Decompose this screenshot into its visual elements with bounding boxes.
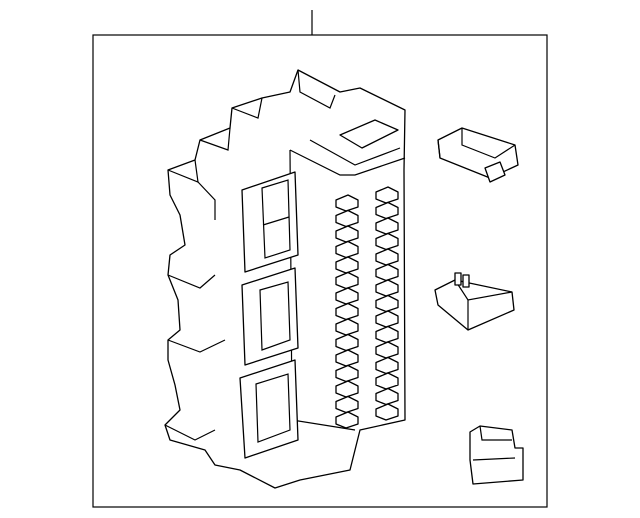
fuse-slot bbox=[335, 364, 359, 383]
fuse-slot bbox=[375, 356, 399, 375]
fuse-slot bbox=[375, 325, 399, 344]
fuse-slot bbox=[375, 294, 399, 313]
fuse-slot bbox=[335, 225, 359, 243]
fuse-slot bbox=[375, 263, 399, 282]
connector-clip bbox=[469, 425, 524, 485]
blade-fuse bbox=[434, 272, 515, 331]
fuse-slot bbox=[375, 387, 399, 406]
fuse-slot bbox=[375, 201, 399, 220]
fuse-slot bbox=[335, 287, 359, 305]
fuse-slot bbox=[335, 380, 359, 398]
relay bbox=[437, 127, 519, 183]
fuse-slot bbox=[375, 232, 399, 251]
fuse-slot bbox=[375, 341, 399, 359]
fuse-slot bbox=[375, 186, 399, 204]
fuse-slot bbox=[335, 194, 359, 212]
fuse-slot bbox=[375, 310, 399, 328]
fuse-slot bbox=[335, 256, 359, 274]
fuse-slot bbox=[375, 403, 399, 421]
fuse-slot bbox=[335, 333, 359, 352]
fuse-slot bbox=[335, 209, 359, 228]
relay-socket bbox=[241, 267, 299, 366]
relay-socket bbox=[239, 359, 299, 459]
fuse-slot bbox=[375, 372, 399, 390]
fuse-slot-column bbox=[335, 194, 359, 429]
fuse-slot bbox=[375, 217, 399, 235]
fuse-slot bbox=[335, 302, 359, 321]
fuse-slot bbox=[335, 318, 359, 336]
fuse-slot bbox=[335, 349, 359, 367]
fuse-slot bbox=[335, 240, 359, 259]
fuse-slot bbox=[335, 411, 359, 429]
fuse-slot bbox=[375, 279, 399, 297]
fuse-slot bbox=[335, 271, 359, 290]
parts-frame bbox=[92, 34, 548, 508]
fuse-slot-column bbox=[375, 186, 399, 421]
fuse-slot bbox=[375, 248, 399, 266]
fuse-box-assembly bbox=[164, 69, 406, 489]
relay-socket bbox=[241, 171, 299, 273]
fuse-slot bbox=[335, 395, 359, 414]
